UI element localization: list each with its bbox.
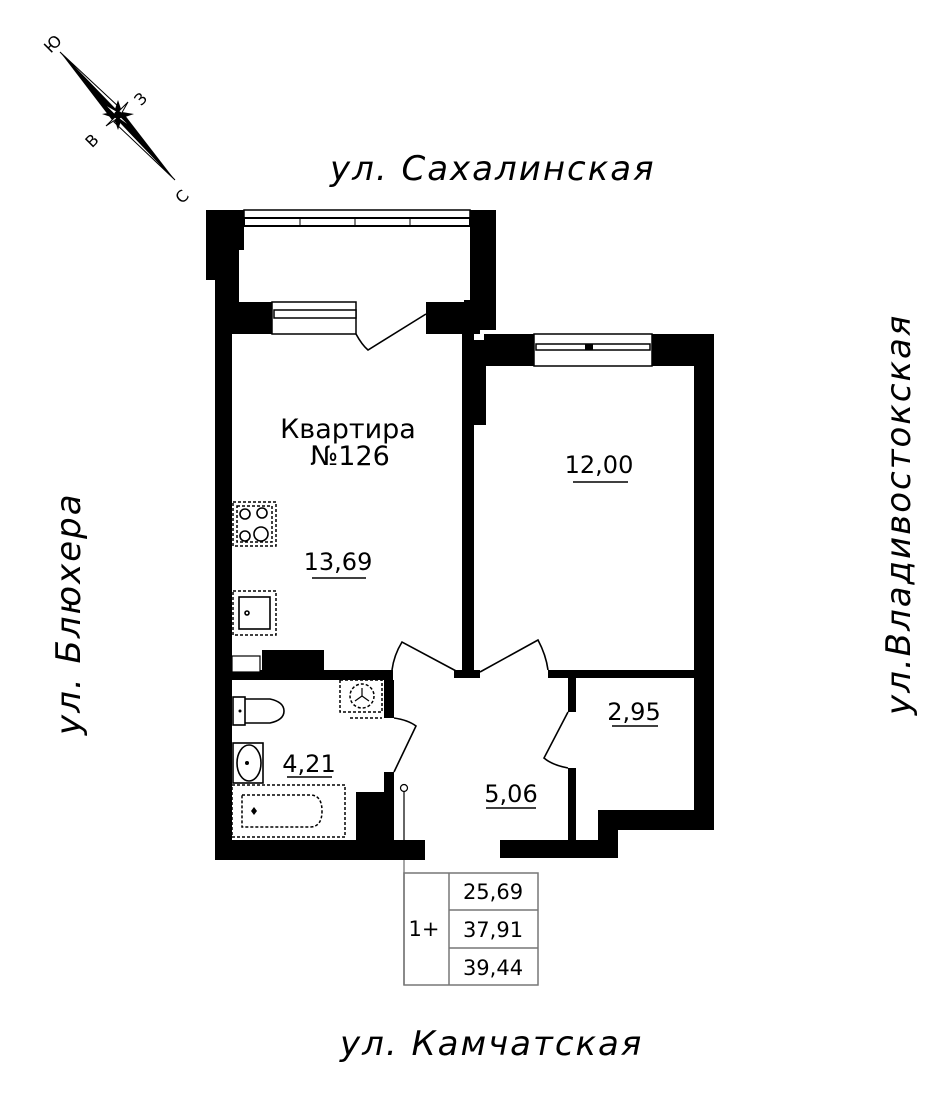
living-area-value: 25,69: [463, 880, 523, 904]
room-area-label: 2,95: [607, 698, 660, 726]
compass-label-west: З: [130, 89, 151, 110]
street-label-east: ул.Владивостокская: [879, 314, 919, 716]
apartment-type: 1+: [409, 917, 440, 941]
bathtub-icon: [231, 784, 346, 838]
room-hallway: 5,06: [484, 780, 538, 809]
total-area-value: 37,91: [463, 918, 523, 942]
compass-label-south: Ю: [40, 31, 66, 57]
toilet-icon: [232, 696, 285, 726]
washbasin-icon: [232, 742, 264, 784]
room-bedroom: 12,00: [565, 451, 634, 483]
stove-icon: [232, 501, 277, 547]
doors: [391, 638, 569, 860]
room-kitchen-living: 13,69: [304, 548, 373, 579]
apartment-number: №126: [310, 441, 390, 472]
room-area-label: 4,21: [282, 750, 335, 778]
area-summary-table: 1+ 25,69 37,91 39,44: [403, 872, 539, 986]
room-bathroom: 4,21: [282, 750, 335, 778]
sink-icon: [232, 590, 277, 636]
apartment-title: Квартира: [280, 414, 416, 445]
compass-label-east: В: [81, 130, 102, 151]
compass-icon: Ю З В С: [40, 31, 193, 207]
room-storage: 2,95: [607, 698, 661, 727]
street-label-north: ул. Сахалинская: [329, 149, 656, 189]
room-area-label: 13,69: [304, 548, 373, 576]
washing-machine-icon: [339, 679, 383, 719]
street-label-south: ул. Камчатская: [339, 1024, 643, 1064]
total-area-with-balcony-value: 39,44: [463, 956, 523, 980]
room-area-label: 12,00: [565, 451, 634, 479]
room-area-label: 5,06: [484, 780, 537, 808]
compass-label-north: С: [171, 186, 192, 207]
street-label-west: ул. Блюхера: [49, 492, 89, 736]
walls: [206, 209, 714, 860]
